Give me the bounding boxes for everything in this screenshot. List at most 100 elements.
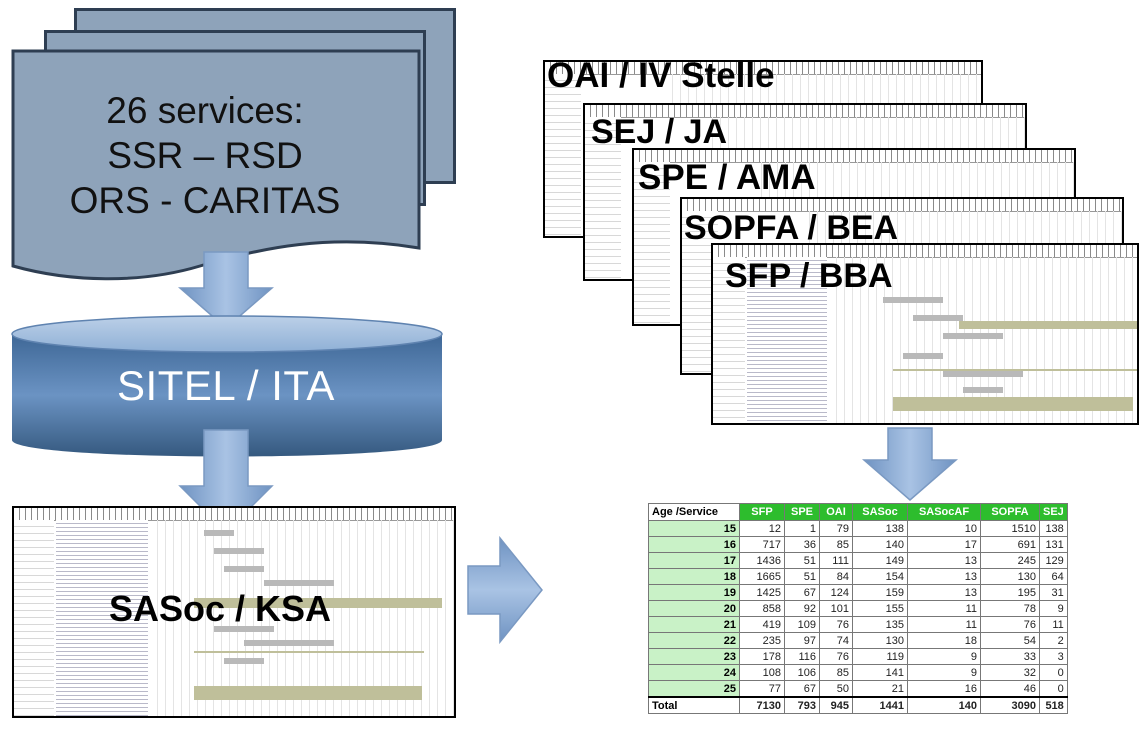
table-cell: 135 xyxy=(852,616,908,633)
table-cell: 141 xyxy=(852,664,908,681)
table-cell: 50 xyxy=(819,680,853,698)
table-cell: 138 xyxy=(1039,520,1068,537)
total-cell: 518 xyxy=(1039,696,1068,714)
table-cell: 67 xyxy=(784,584,820,601)
table-cell: 0 xyxy=(1039,664,1068,681)
sheet-title: SOPFA / BEA xyxy=(684,209,899,247)
table-cell: 18 xyxy=(907,632,981,649)
age-cell: 15 xyxy=(648,520,740,537)
document-page-front xyxy=(11,49,421,281)
table-cell: 11 xyxy=(907,600,981,617)
total-cell: 3090 xyxy=(980,696,1040,714)
age-cell: 16 xyxy=(648,536,740,553)
database-label: SITEL / ITA xyxy=(117,362,335,409)
table-cell: 195 xyxy=(980,584,1040,601)
table-cell: 46 xyxy=(980,680,1040,698)
table-cell: 245 xyxy=(980,552,1040,569)
column-header: SOPFA xyxy=(980,503,1040,521)
age-cell: 25 xyxy=(648,680,740,698)
age-cell: 21 xyxy=(648,616,740,633)
table-cell: 138 xyxy=(852,520,908,537)
table-cell: 106 xyxy=(784,664,820,681)
table-cell: 54 xyxy=(980,632,1040,649)
arrow-down-icon xyxy=(861,427,959,501)
table-header-row: Age /Service SFP SPE OAI SASoc SASocAF S… xyxy=(648,503,1068,521)
column-header: SPE xyxy=(784,503,820,521)
table-cell: 17 xyxy=(907,536,981,553)
table-cell: 12 xyxy=(739,520,785,537)
age-cell: 24 xyxy=(648,664,740,681)
document-line-2: SSR – RSD xyxy=(107,135,303,176)
total-cell: 7130 xyxy=(739,696,785,714)
age-cell: 23 xyxy=(648,648,740,665)
total-label: Total xyxy=(648,696,740,714)
table-cell: 419 xyxy=(739,616,785,633)
table-cell: 131 xyxy=(1039,536,1068,553)
table-cell: 116 xyxy=(784,648,820,665)
table-cell: 78 xyxy=(980,600,1040,617)
table-cell: 97 xyxy=(784,632,820,649)
table-cell: 74 xyxy=(819,632,853,649)
column-header: SASoc xyxy=(852,503,908,521)
table-cell: 76 xyxy=(980,616,1040,633)
table-cell: 16 xyxy=(907,680,981,698)
table-cell: 3 xyxy=(1039,648,1068,665)
table-cell: 108 xyxy=(739,664,785,681)
table-cell: 717 xyxy=(739,536,785,553)
table-cell: 130 xyxy=(980,568,1040,585)
document-line-1: 26 services: xyxy=(106,90,304,131)
document-text: 26 services: SSR – RSD ORS - CARITAS xyxy=(40,88,370,223)
sheet-title: SFP / BBA xyxy=(725,257,893,295)
table-cell: 84 xyxy=(819,568,853,585)
table-cell: 129 xyxy=(1039,552,1068,569)
document-line-3: ORS - CARITAS xyxy=(69,180,341,221)
table-cell: 149 xyxy=(852,552,908,569)
table-cell: 155 xyxy=(852,600,908,617)
sheet-title: SEJ / JA xyxy=(591,113,728,151)
table-cell: 64 xyxy=(1039,568,1068,585)
table-cell: 79 xyxy=(819,520,853,537)
table-cell: 691 xyxy=(980,536,1040,553)
column-header: SFP xyxy=(739,503,785,521)
table-cell: 1510 xyxy=(980,520,1040,537)
total-cell: 140 xyxy=(907,696,981,714)
table-cell: 0 xyxy=(1039,680,1068,698)
total-cell: 945 xyxy=(819,696,853,714)
table-cell: 154 xyxy=(852,568,908,585)
age-cell: 22 xyxy=(648,632,740,649)
age-cell: 19 xyxy=(648,584,740,601)
table-cell: 85 xyxy=(819,536,853,553)
spreadsheet-sfp: SFP / BBA xyxy=(711,243,1139,425)
table-cell: 1436 xyxy=(739,552,785,569)
table-cell: 67 xyxy=(784,680,820,698)
table-cell: 36 xyxy=(784,536,820,553)
table-cell: 13 xyxy=(907,584,981,601)
table-cell: 130 xyxy=(852,632,908,649)
table-cell: 140 xyxy=(852,536,908,553)
table-cell: 9 xyxy=(1039,600,1068,617)
sheet-title: OAI / IV Stelle xyxy=(547,60,775,95)
table-cell: 159 xyxy=(852,584,908,601)
table-cell: 1425 xyxy=(739,584,785,601)
table-cell: 235 xyxy=(739,632,785,649)
table-cell: 33 xyxy=(980,648,1040,665)
column-header: OAI xyxy=(819,503,853,521)
table-cell: 111 xyxy=(819,552,853,569)
table-cell: 10 xyxy=(907,520,981,537)
table-cell: 51 xyxy=(784,552,820,569)
sheet-title: SASoc / KSA xyxy=(109,588,332,629)
arrow-down-icon xyxy=(177,251,275,329)
spreadsheet-sasoc: SASoc / KSA xyxy=(12,506,456,718)
age-service-table: Age /Service SFP SPE OAI SASoc SASocAF S… xyxy=(648,503,1068,714)
age-cell: 17 xyxy=(648,552,740,569)
table-cell: 124 xyxy=(819,584,853,601)
